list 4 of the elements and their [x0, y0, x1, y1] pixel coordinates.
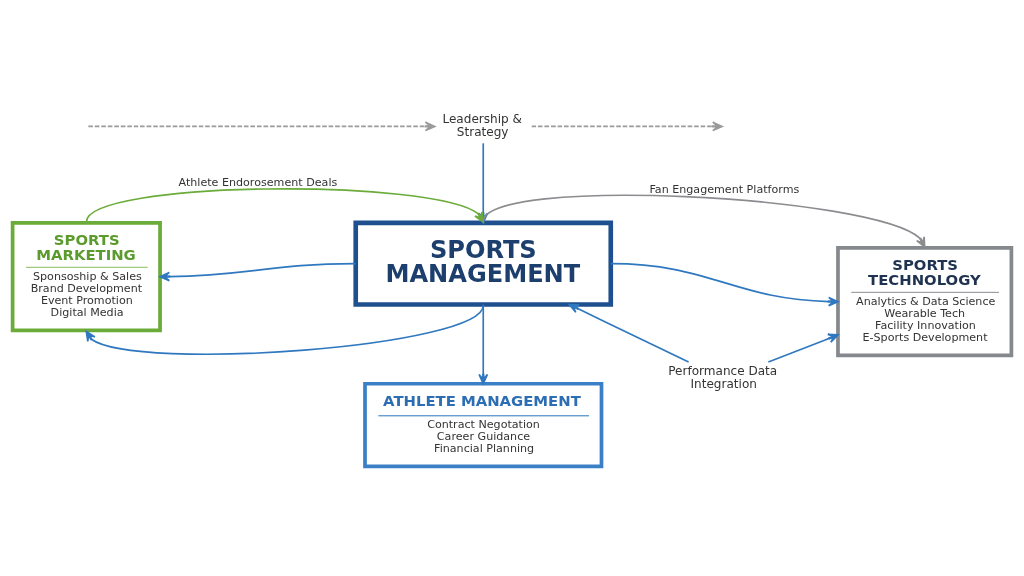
edge-label: Fan Engagement Platforms	[649, 182, 800, 196]
node-text: Leadership & Strategy	[442, 112, 522, 140]
edge-label: Athlete Endorosement Deals	[178, 176, 338, 190]
node-text: Performance Data Integration	[668, 364, 778, 392]
